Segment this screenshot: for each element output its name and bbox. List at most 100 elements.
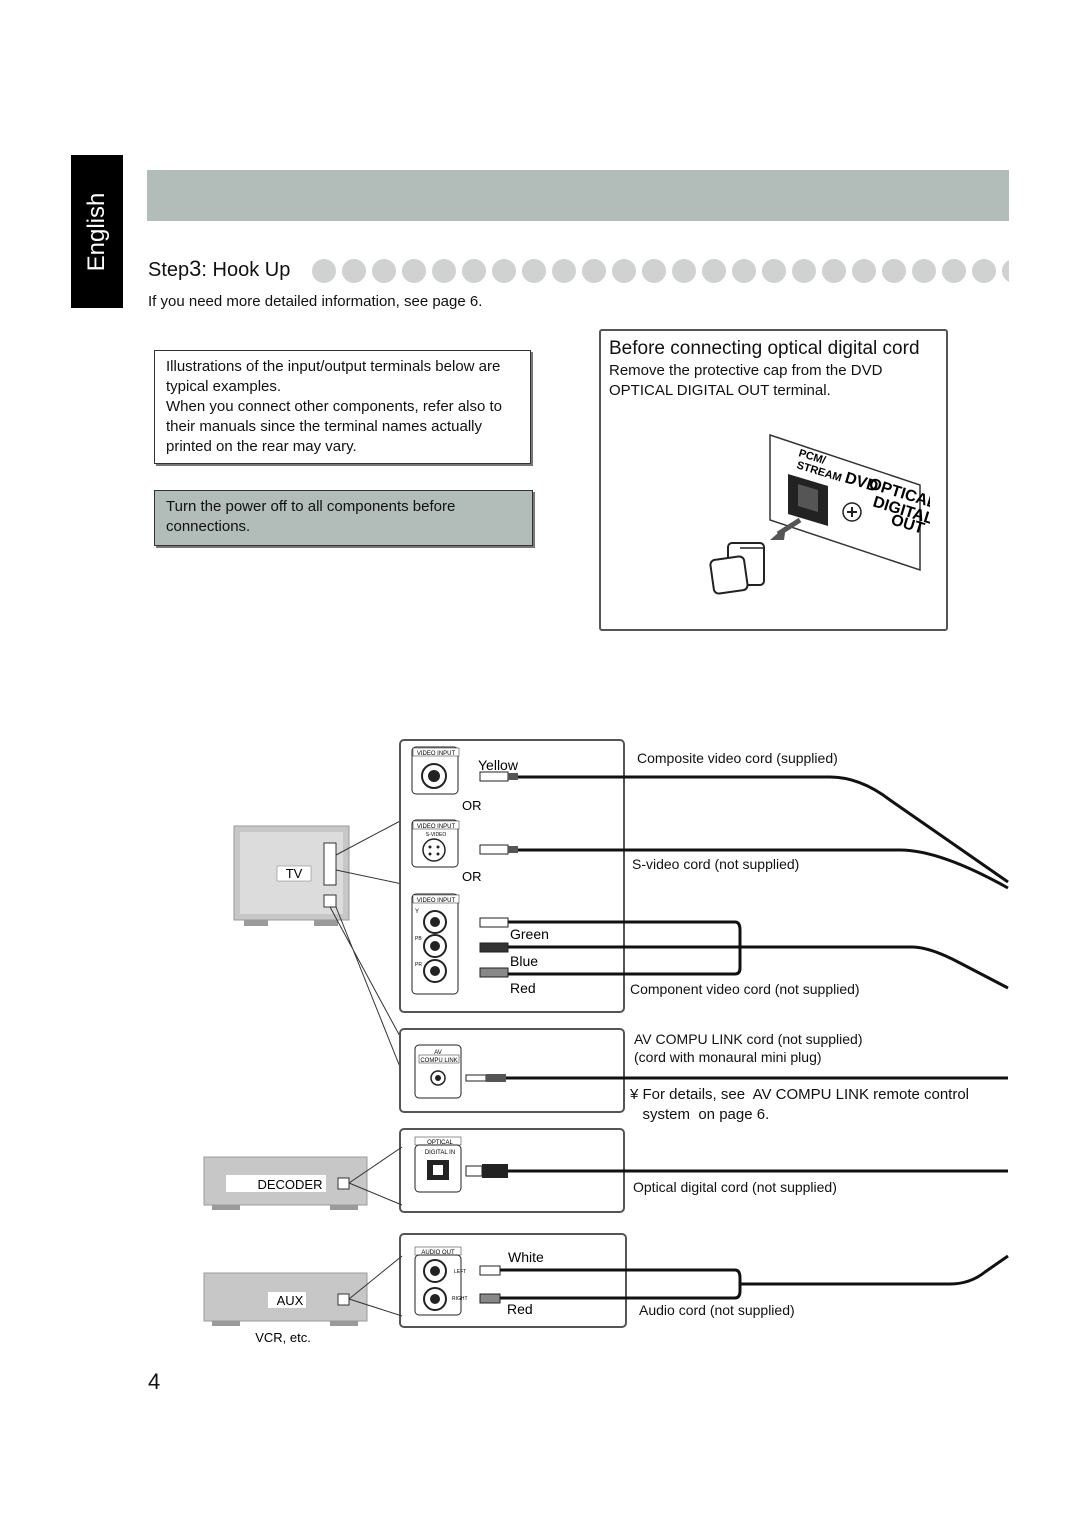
rear-panel xyxy=(769,433,921,572)
pb-jack-center xyxy=(430,941,440,951)
decorative-dot xyxy=(522,259,546,283)
svideo-jack xyxy=(422,838,446,862)
detail-note-line: ¥ For details, see AV COMPU LINK remote … xyxy=(630,1086,970,1103)
mini-plug xyxy=(465,1074,506,1082)
step-title: Step3: Hook Up xyxy=(148,256,290,282)
or-label: OR xyxy=(462,798,482,813)
removal-arrow-head xyxy=(770,526,786,540)
note-line: Turn the power off to all components bef… xyxy=(166,498,456,515)
tv-foot xyxy=(314,920,338,926)
composite-cord-run xyxy=(625,775,1009,884)
decorative-dot xyxy=(462,259,486,283)
compu-link-detail-note: ¥ For details, see AV COMPU LINK remote … xyxy=(630,1085,1010,1125)
cap-edge xyxy=(740,547,765,580)
audio-cord-label: Audio cord (not supplied) xyxy=(639,1302,795,1318)
decorative-dot xyxy=(432,259,456,283)
optical-box-title: Before connecting optical digital cord xyxy=(609,338,920,359)
optical-text-line: Remove the protective cap from the DVD xyxy=(609,362,883,379)
note-line: typical examples. xyxy=(166,378,282,395)
decorative-dot xyxy=(582,259,606,283)
decorative-dot xyxy=(342,259,366,283)
digital-in-label: DIGITAL IN xyxy=(425,1150,455,1156)
decorative-dot xyxy=(672,259,696,283)
compu-link-label: COMPU LINK xyxy=(420,1058,457,1064)
decorative-dot xyxy=(492,259,516,283)
step-prefix: Step xyxy=(148,259,190,281)
tv-label: TV xyxy=(286,866,303,881)
language-tab: English xyxy=(71,155,123,308)
vcr-label: VCR, etc. xyxy=(255,1330,311,1345)
note-line: their manuals since the terminal names a… xyxy=(166,418,482,435)
svideo-pin xyxy=(436,845,440,849)
screw-cross xyxy=(847,507,857,517)
protective-cap xyxy=(709,555,749,595)
aux-audio-jack xyxy=(337,1293,350,1306)
component-plugs xyxy=(479,917,509,978)
optical-port-inner xyxy=(798,484,818,512)
note-line: connections. xyxy=(166,518,251,535)
compu-link-jack-center xyxy=(435,1075,441,1081)
compu-link-cord-label: AV COMPU LINK cord (not supplied) xyxy=(634,1031,863,1047)
aux-foot xyxy=(330,1321,358,1326)
step-name: : Hook Up xyxy=(201,259,291,281)
svideo-cord-label: S-video cord (not supplied) xyxy=(632,856,800,872)
svideo-cord xyxy=(518,848,1009,890)
component-cord xyxy=(508,920,1009,990)
blue-label: Blue xyxy=(510,953,538,969)
video-input-label: VIDEO INPUT xyxy=(417,824,456,830)
compu-link-cord-sublabel: (cord with monaural mini plug) xyxy=(634,1049,822,1065)
note-line: Illustrations of the input/output termin… xyxy=(166,358,501,375)
optical-tag-label: OPTICAL xyxy=(427,1140,453,1146)
decoder-foot xyxy=(330,1205,358,1210)
decoder-foot xyxy=(212,1205,240,1210)
video-input-label: VIDEO INPUT xyxy=(417,898,456,904)
y-jack-center xyxy=(430,917,440,927)
svideo-label: S-VIDEO xyxy=(426,832,447,838)
decorative-dot xyxy=(702,259,726,283)
optical-box-text: Remove the protective cap from the DVD O… xyxy=(609,361,939,401)
video-input-tag xyxy=(412,747,460,757)
optical-text-line: OPTICAL DIGITAL OUT terminal. xyxy=(609,382,831,399)
tv-compu-leader xyxy=(329,906,403,1073)
decorative-dot xyxy=(852,259,876,283)
optical-cord-label: Optical digital cord (not supplied) xyxy=(633,1179,837,1195)
left-label: LEFT xyxy=(454,1269,466,1275)
decorative-dot xyxy=(1002,259,1009,283)
decorative-dot xyxy=(822,259,846,283)
decorative-dot xyxy=(312,259,336,283)
decorative-dot xyxy=(972,259,996,283)
tv-foot xyxy=(244,920,268,926)
av-label: AV xyxy=(434,1050,442,1056)
aux-foot xyxy=(212,1321,240,1326)
decorative-dot xyxy=(732,259,756,283)
step-number: 3 xyxy=(189,256,202,281)
pb-label: PB xyxy=(415,936,422,942)
decorative-dot xyxy=(642,259,666,283)
decorative-dot xyxy=(372,259,396,283)
video-input-tag xyxy=(412,894,460,904)
component-cord-label: Component video cord (not supplied) xyxy=(630,981,860,997)
composite-cord-label: Composite video cord (supplied) xyxy=(637,750,838,766)
decorative-dot xyxy=(942,259,966,283)
video-input-tag xyxy=(412,820,460,830)
audio-red-label: Red xyxy=(507,1301,533,1317)
decorative-dot xyxy=(402,259,426,283)
svideo-pin xyxy=(428,852,432,856)
video-input-label: VIDEO INPUT xyxy=(417,751,456,757)
tv-video-leader xyxy=(335,819,403,885)
red-label: Red xyxy=(510,980,536,996)
composite-jack-center xyxy=(428,770,440,782)
decoder-leader xyxy=(348,1146,403,1206)
composite-plug xyxy=(479,771,518,782)
note-line: printed on the rear may vary. xyxy=(166,438,357,455)
optical-plug xyxy=(465,1164,508,1178)
decoder-optical-jack xyxy=(337,1177,350,1190)
y-label: Y xyxy=(415,909,419,915)
green-label: Green xyxy=(510,926,549,942)
decorative-dot xyxy=(912,259,936,283)
decorative-dot xyxy=(552,259,576,283)
tv-label-bg xyxy=(276,865,312,882)
note-line: When you connect other components, refer… xyxy=(166,398,503,415)
decorative-dot xyxy=(882,259,906,283)
